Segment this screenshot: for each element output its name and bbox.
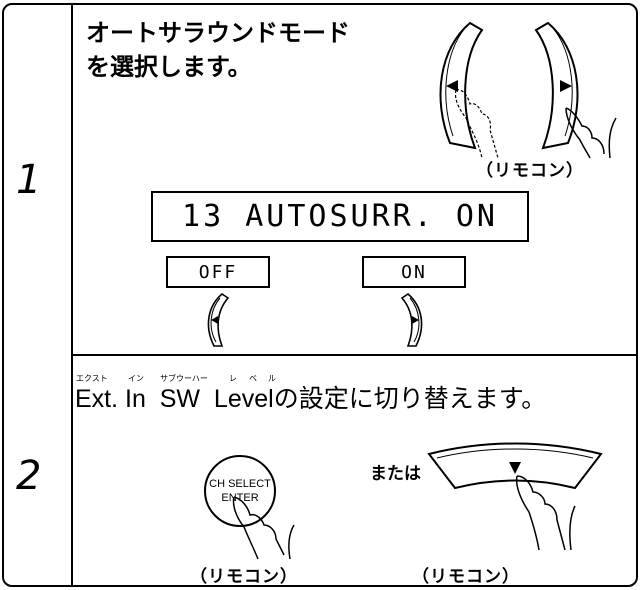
- ruby-in: イン: [128, 374, 144, 383]
- right-arrow-icon: [560, 80, 572, 92]
- row-divider: [71, 354, 638, 356]
- option-on: ON: [362, 256, 466, 288]
- step2-remote-caption-left: （リモコン）: [190, 567, 298, 587]
- option-off: OFF: [166, 256, 270, 288]
- left-arrow-icon: [211, 316, 218, 324]
- remote-left-right-keys-illustration: [439, 21, 617, 159]
- left-arrow-icon: [446, 80, 458, 92]
- button-label-line2: ENTER: [221, 492, 259, 504]
- step1-remote-caption: （リモコン）: [476, 161, 584, 181]
- button-label-line1: CH SELECT: [209, 478, 271, 490]
- step-number-2: 2: [16, 453, 42, 499]
- or-text: または: [370, 464, 421, 484]
- ruby-ext: エクスト: [76, 374, 108, 383]
- column-divider: [71, 3, 73, 587]
- ruby-ve: ベ: [249, 374, 257, 383]
- front-panel-display: 13 AUTOSURR. ON: [151, 191, 529, 242]
- step2-instruction: Ext. In SW Levelの設定に切り替えます。: [75, 384, 546, 414]
- step1-instruction: オートサラウンドモード を選択します。: [86, 16, 350, 84]
- ruby-le: レ: [229, 374, 237, 383]
- ruby-sw: サブウーハー: [160, 374, 208, 383]
- step1-instruction-line1: オートサラウンドモード: [86, 19, 350, 47]
- small-left-key-illustration: [207, 292, 230, 347]
- step-number-1: 1: [16, 157, 42, 203]
- ruby-ru: ル: [268, 374, 276, 383]
- small-right-key-illustration: [400, 292, 423, 347]
- down-arrow-icon: [509, 462, 521, 474]
- step1-instruction-line2: を選択します。: [86, 53, 252, 81]
- right-arrow-icon: [412, 316, 419, 324]
- manual-frame: [2, 3, 638, 587]
- ch-select-enter-button: CH SELECT ENTER: [204, 455, 276, 527]
- remote-down-key-illustration: [427, 442, 603, 551]
- hand-pressing-button-illustration: [232, 496, 295, 560]
- step2-instruction-jp: の設定に切り替えます。: [273, 384, 547, 413]
- step2-remote-caption-right: （リモコン）: [412, 567, 520, 587]
- step2-instruction-en: Ext. In SW Level: [75, 385, 274, 413]
